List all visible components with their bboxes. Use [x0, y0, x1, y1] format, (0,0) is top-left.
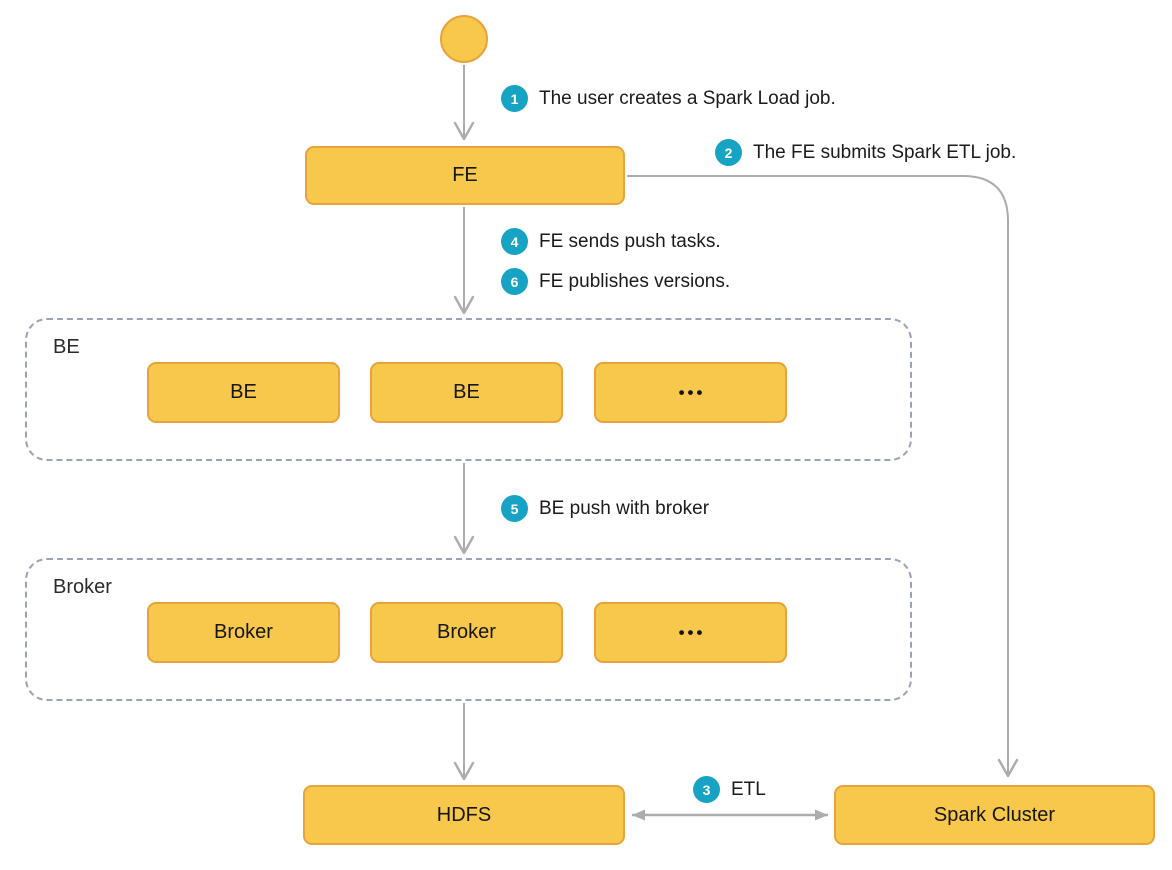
node-broker-1-label: Broker	[214, 621, 273, 643]
user-start-circle	[440, 15, 488, 63]
step-2-badge: 2	[715, 139, 742, 166]
node-broker-more: •••	[594, 602, 787, 663]
step-4-badge: 4	[501, 228, 528, 255]
node-be-2-label: BE	[453, 381, 480, 403]
group-broker: Broker Broker Broker •••	[25, 558, 912, 701]
step-6-text: FE publishes versions.	[539, 270, 731, 292]
node-broker-2-label: Broker	[437, 621, 496, 643]
step-3: 3 ETL	[693, 776, 766, 803]
step-6: 6 FE publishes versions.	[501, 268, 730, 295]
step-4-text: FE sends push tasks.	[539, 230, 721, 252]
node-broker-1: Broker	[147, 602, 340, 663]
step-5-text: BE push with broker	[539, 497, 710, 519]
step-2: 2 The FE submits Spark ETL job.	[715, 139, 1016, 166]
step-3-badge: 3	[693, 776, 720, 803]
step-5-badge: 5	[501, 495, 528, 522]
group-broker-label: Broker	[53, 576, 112, 598]
node-be-more: •••	[594, 362, 787, 423]
step-2-text: The FE submits Spark ETL job.	[753, 141, 1017, 163]
node-fe: FE	[305, 146, 625, 205]
step-4: 4 FE sends push tasks.	[501, 228, 721, 255]
node-hdfs: HDFS	[303, 785, 625, 845]
node-hdfs-label: HDFS	[436, 803, 492, 826]
node-be-more-label: •••	[678, 382, 706, 402]
step-1: 1 The user creates a Spark Load job.	[501, 85, 836, 112]
node-fe-label: FE	[452, 164, 478, 186]
node-spark-cluster-label: Spark Cluster	[933, 803, 1056, 826]
step-1-badge: 1	[501, 85, 528, 112]
node-be-1: BE	[147, 362, 340, 423]
node-broker-more-label: •••	[678, 622, 706, 642]
node-broker-2: Broker	[370, 602, 563, 663]
step-1-text: The user creates a Spark Load job.	[539, 87, 836, 109]
node-be-2: BE	[370, 362, 563, 423]
step-5: 5 BE push with broker	[501, 495, 709, 522]
group-be: BE BE BE •••	[25, 318, 912, 461]
node-spark-cluster: Spark Cluster	[834, 785, 1155, 845]
step-6-badge: 6	[501, 268, 528, 295]
step-3-text: ETL	[731, 778, 766, 800]
node-be-1-label: BE	[230, 381, 257, 403]
group-be-label: BE	[53, 336, 80, 358]
